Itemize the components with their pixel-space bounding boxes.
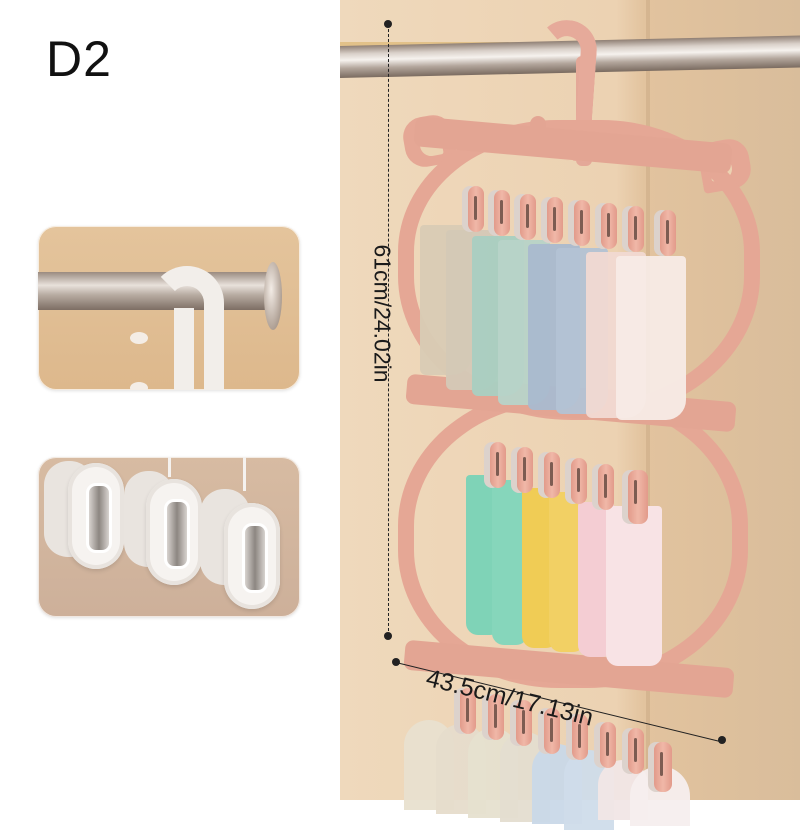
towel	[616, 256, 686, 420]
clip-icon	[488, 694, 504, 740]
clip-icon	[654, 742, 672, 792]
clip-icon	[628, 728, 644, 774]
left-panel: D2	[0, 0, 340, 800]
clip-icon	[601, 203, 617, 249]
clip-icon	[600, 722, 616, 768]
inset-rod-hook-detail	[38, 226, 300, 390]
dimension-endpoint	[718, 736, 726, 744]
clip-icon	[660, 210, 676, 256]
dimension-endpoint	[384, 632, 392, 640]
inset-clips-detail	[38, 457, 300, 617]
clip-icon	[224, 503, 280, 609]
clip-icon	[516, 700, 532, 746]
clip-icon	[571, 458, 587, 504]
rod-end-cap	[264, 262, 282, 330]
clip-icon	[468, 186, 484, 232]
center-bump	[530, 116, 546, 142]
clip-icon	[628, 206, 644, 252]
clip-icon	[494, 190, 510, 236]
clip-icon	[574, 200, 590, 246]
peg	[130, 382, 148, 390]
clip-wire	[168, 457, 171, 477]
clip-wire	[243, 457, 246, 491]
hook-arm	[174, 308, 194, 390]
clip-icon	[520, 194, 536, 240]
peg	[130, 332, 148, 344]
clip-icon	[572, 714, 588, 760]
clip-icon	[544, 452, 560, 498]
dimension-endpoint	[392, 658, 400, 666]
clip-icon	[598, 464, 614, 510]
clip-icon	[547, 197, 563, 243]
clip-icon	[460, 688, 476, 734]
variant-label: D2	[46, 31, 112, 87]
clip-icon	[68, 463, 124, 569]
clip-icon	[146, 479, 202, 585]
clip-icon	[544, 708, 560, 754]
clip-icon	[490, 442, 506, 488]
height-dimension-label: 61cm/24.02in	[369, 244, 396, 383]
sock	[606, 506, 662, 666]
height-dimension-line	[388, 24, 389, 636]
clip-icon	[517, 447, 533, 493]
clip-icon	[628, 470, 648, 524]
white-hook-icon	[150, 266, 224, 390]
